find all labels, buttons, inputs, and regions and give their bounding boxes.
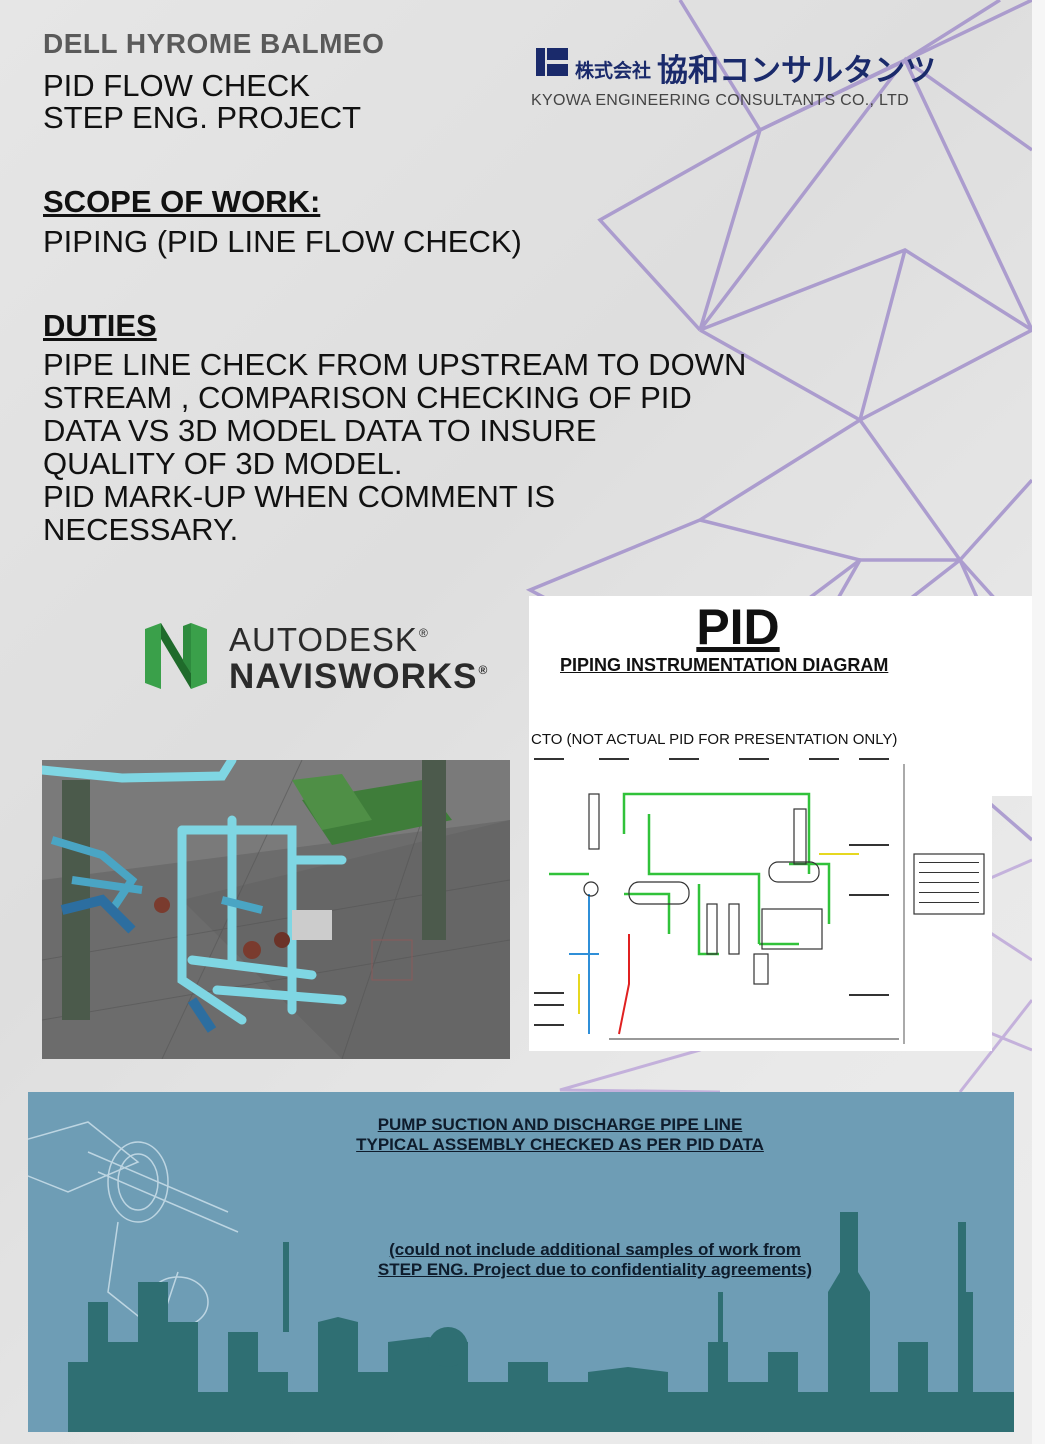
confidentiality-note: (could not include additional samples of… bbox=[315, 1240, 875, 1280]
navisworks-3d-model-image bbox=[42, 760, 510, 1059]
industrial-skyline-illustration bbox=[28, 1121, 1014, 1432]
duties-line: STREAM , COMPARISON CHECKING OF PID bbox=[43, 380, 692, 415]
duties-text: PIPE LINE CHECK FROM UPSTREAM TO DOWN ST… bbox=[43, 348, 843, 546]
author-name: DELL HYROME BALMEO bbox=[43, 28, 385, 59]
pid-title: PID bbox=[696, 599, 780, 655]
autodesk-wordmark: AUTODESK® bbox=[229, 621, 429, 659]
navisworks-wordmark: NAVISWORKS® bbox=[229, 657, 488, 697]
project-title-line2: STEP ENG. PROJECT bbox=[43, 100, 362, 135]
duties-line: NECESSARY. bbox=[43, 512, 239, 547]
duties-heading: DUTIES bbox=[43, 308, 157, 343]
company-logo: 株式会社協和コンサルタンツ KYOWA ENGINEERING CONSULTA… bbox=[531, 44, 951, 116]
scope-heading: SCOPE OF WORK: bbox=[43, 184, 321, 219]
confidentiality-note-line2: STEP ENG. Project due to confidentiality… bbox=[377, 1260, 813, 1279]
scope-text: PIPING (PID LINE FLOW CHECK) bbox=[43, 224, 522, 259]
confidentiality-note-line1: (could not include additional samples of… bbox=[389, 1240, 801, 1259]
company-name-en: KYOWA ENGINEERING CONSULTANTS CO., LTD bbox=[531, 92, 909, 109]
navisworks-n-icon bbox=[145, 623, 207, 689]
duties-line: PID MARK-UP WHEN COMMENT IS bbox=[43, 479, 556, 514]
pid-subtitle: PIPING INSTRUMENTATION DIAGRAM bbox=[560, 655, 889, 675]
kyowa-mark-icon bbox=[536, 48, 568, 76]
pump-caption: PUMP SUCTION AND DISCHARGE PIPE LINE TYP… bbox=[280, 1115, 840, 1155]
company-prefix-jp: 株式会社 bbox=[575, 61, 652, 82]
duties-line: PIPE LINE CHECK FROM UPSTREAM TO DOWN bbox=[43, 347, 747, 382]
pid-diagram-image bbox=[529, 754, 992, 1051]
navisworks-text: NAVISWORKS bbox=[229, 657, 478, 696]
company-name-jp-main: 協和コンサルタンツ bbox=[657, 53, 937, 88]
company-name-jp: 株式会社協和コンサルタンツ bbox=[575, 45, 936, 90]
pump-caption-line2: TYPICAL ASSEMBLY CHECKED AS PER PID DATA bbox=[356, 1135, 764, 1154]
pump-caption-line1: PUMP SUCTION AND DISCHARGE PIPE LINE bbox=[377, 1115, 743, 1134]
page-edge bbox=[1032, 0, 1045, 1444]
duties-line: QUALITY OF 3D MODEL. bbox=[43, 446, 403, 481]
registered-mark: ® bbox=[418, 626, 429, 640]
registered-mark: ® bbox=[478, 663, 489, 677]
bottom-banner bbox=[28, 1092, 1014, 1432]
pid-note: CTO (NOT ACTUAL PID FOR PRESENTATION ONL… bbox=[531, 731, 898, 748]
autodesk-text: AUTODESK bbox=[229, 621, 418, 658]
project-title-line1: PID FLOW CHECK bbox=[43, 68, 310, 103]
duties-line: DATA VS 3D MODEL DATA TO INSURE bbox=[43, 413, 597, 448]
navisworks-logo: AUTODESK® NAVISWORKS® bbox=[143, 621, 488, 696]
